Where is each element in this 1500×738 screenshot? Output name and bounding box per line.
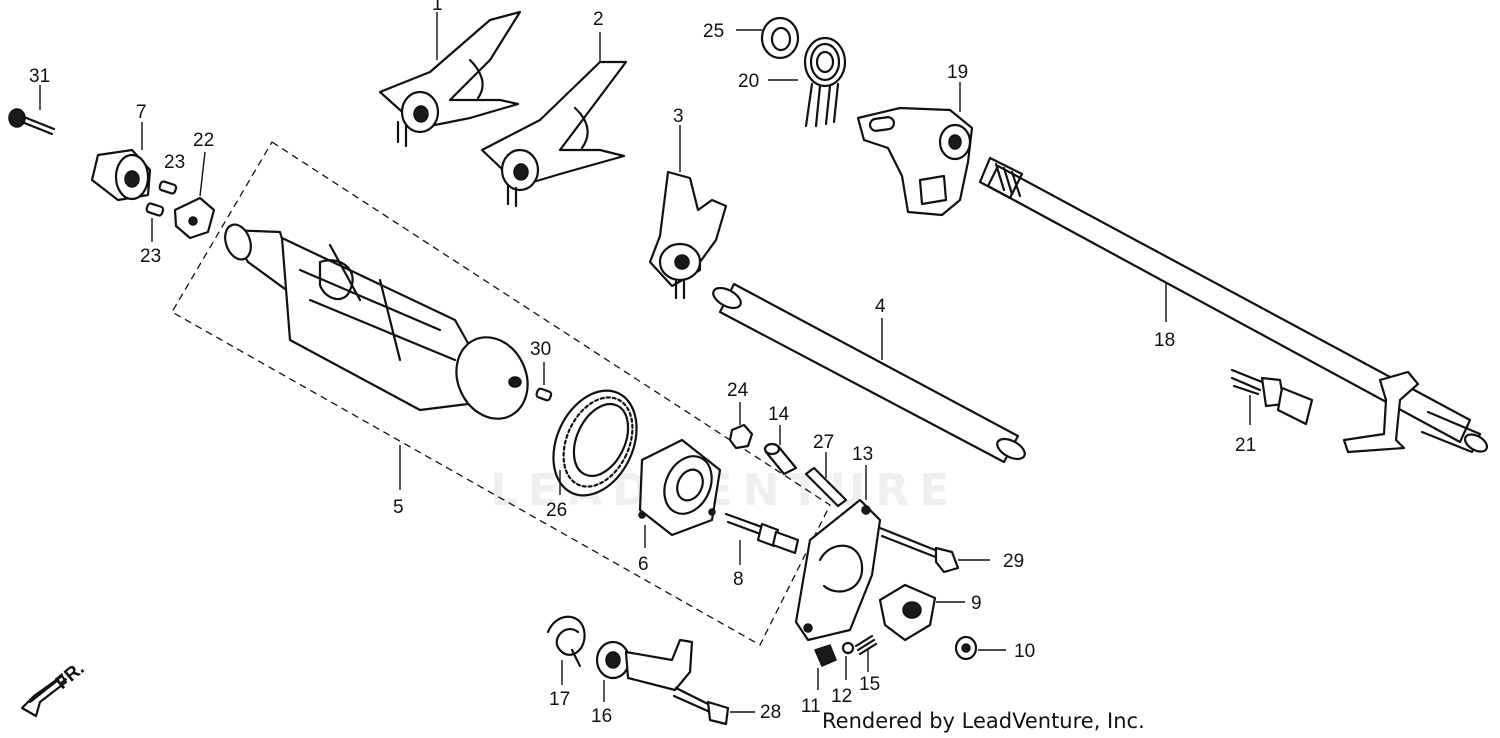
- callout-labels: 1 2 3 4 5 6 7 8 9 10 11 12 13 14 15 16 1…: [29, 0, 1256, 727]
- part-9-arm: [878, 583, 965, 642]
- callout-17: 17: [549, 689, 570, 710]
- part-29-bolt: [878, 526, 990, 574]
- callout-21: 21: [1235, 435, 1256, 456]
- assembly-frame: [171, 141, 831, 646]
- front-direction-arrow: FR.: [20, 658, 89, 718]
- part-3-shift-fork: [648, 125, 728, 300]
- callout-26: 26: [546, 500, 567, 521]
- callout-9: 9: [971, 593, 982, 614]
- part-5-shift-drum: [224, 223, 529, 490]
- part-25-washer: [736, 16, 800, 60]
- callout-23a: 23: [164, 152, 185, 173]
- callout-12: 12: [831, 686, 852, 707]
- part-19-shift-plate: [856, 82, 974, 217]
- part-13-plate: [794, 465, 882, 642]
- part-28-bolt: [672, 686, 755, 726]
- callout-7: 7: [136, 102, 147, 123]
- part-23-pin: [145, 180, 178, 242]
- callout-16: 16: [591, 706, 612, 727]
- callout-18: 18: [1154, 330, 1175, 351]
- part-12-washer: [841, 641, 855, 680]
- part-20-spring: [768, 36, 847, 128]
- part-24-nut: [728, 402, 754, 450]
- part-8-bolt: [724, 512, 800, 565]
- callout-8: 8: [733, 569, 744, 590]
- callout-31: 31: [29, 66, 50, 87]
- callout-28: 28: [760, 702, 781, 723]
- part-7-collar: [90, 122, 152, 202]
- callout-13: 13: [852, 444, 873, 465]
- callout-10: 10: [1014, 641, 1035, 662]
- part-1-shift-fork: [378, 10, 522, 148]
- part-15-spring: [854, 634, 878, 672]
- callout-25: 25: [703, 21, 724, 42]
- callout-19: 19: [947, 62, 968, 83]
- callout-30: 30: [530, 339, 551, 360]
- callout-27: 27: [813, 432, 834, 453]
- callout-2: 2: [593, 9, 604, 30]
- part-11-collar: [813, 644, 837, 690]
- part-31-bolt: [8, 85, 56, 136]
- callout-5: 5: [393, 497, 404, 518]
- part-17-spring: [546, 615, 586, 685]
- part-2-shift-fork: [480, 32, 628, 208]
- callout-11: 11: [801, 696, 821, 717]
- callout-22: 22: [193, 130, 214, 151]
- part-30-pin: [535, 362, 553, 402]
- callout-24: 24: [727, 380, 749, 401]
- callout-4: 4: [875, 296, 886, 317]
- part-18-spindle: [978, 156, 1489, 454]
- callout-29: 29: [1003, 551, 1024, 572]
- callout-14: 14: [768, 404, 790, 425]
- callout-1: 1: [432, 0, 443, 15]
- callout-15: 15: [859, 674, 880, 695]
- part-22-cam-plate: [173, 151, 216, 240]
- part-27-pin: [804, 452, 848, 508]
- callout-23b: 23: [140, 246, 161, 267]
- part-10-nut: [954, 635, 1006, 661]
- part-14-dowel: [763, 425, 798, 476]
- callout-6: 6: [638, 554, 649, 575]
- part-6-center: [638, 438, 722, 548]
- credit-text: Rendered by LeadVenture, Inc.: [822, 709, 1145, 733]
- part-26-bearing: [552, 389, 638, 497]
- part-21-bolt: [1230, 368, 1314, 426]
- part-4-fork-shaft: [712, 282, 1026, 464]
- part-16-shift-arm: [595, 638, 694, 702]
- callout-20: 20: [738, 71, 759, 92]
- callout-3: 3: [673, 106, 684, 127]
